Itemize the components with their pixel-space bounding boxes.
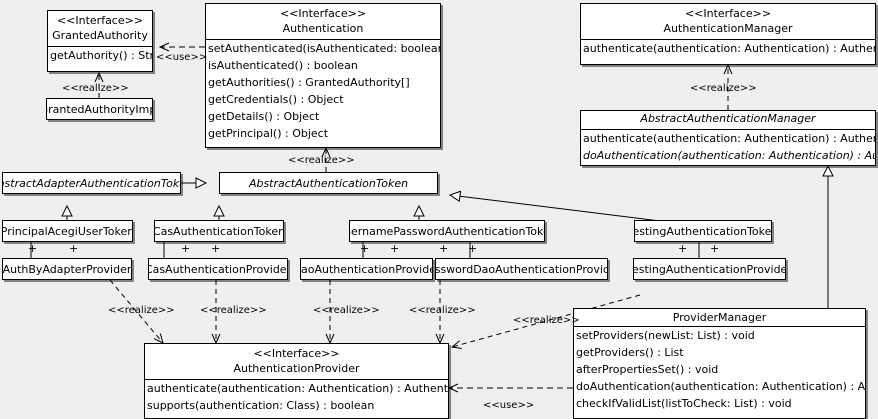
class-name: PrincipalAcegiUserToken: [2, 224, 133, 238]
class-testing-authentication-token[interactable]: TestingAuthenticationToken: [634, 220, 772, 242]
class-name: PasswordDaoAuthenticationProvider: [435, 262, 607, 276]
divider: [206, 39, 440, 40]
divider: [48, 46, 152, 47]
class-authentication-provider[interactable]: <<Interface>> AuthenticationProvider aut…: [144, 343, 449, 419]
class-name: AbstractAuthenticationToken: [248, 176, 409, 190]
edge-label-realize-grantedauthorityimpl: <<realize>>: [62, 83, 129, 94]
class-cas-authentication-token[interactable]: CasAuthenticationToken: [154, 220, 284, 242]
edge-label-realize-abstractauthenticationtoken: <<realize>>: [288, 155, 355, 166]
class-abstract-authentication-manager[interactable]: AbstractAuthenticationManager authentica…: [580, 110, 876, 166]
class-authentication[interactable]: <<Interface>> Authentication setAuthenti…: [205, 3, 441, 148]
class-auth-by-adapter-provider[interactable]: AuthByAdapterProvider: [2, 258, 132, 280]
operation: getAuthority() : String: [50, 49, 153, 62]
class-testing-authentication-provider[interactable]: TestingAuthenticationProvider: [633, 258, 786, 280]
edge-label-realize-testingauthenticationprovider: <<realize>>: [513, 315, 580, 326]
class-cas-authentication-provider[interactable]: CasAuthenticationProvider: [148, 258, 288, 280]
class-name: UsernamePasswordAuthenticationToken: [350, 224, 544, 238]
class-stereotype: <<Interface>>: [684, 7, 772, 20]
class-provider-manager[interactable]: ProviderManager setProviders(newList: Li…: [573, 308, 866, 419]
edge-label-use-providermanager: <<use>>: [483, 400, 535, 411]
association-marker: +: [710, 242, 720, 255]
operation: doAuthentication(authentication: Authent…: [576, 380, 866, 393]
edge-label-use-authentication-grantedauthority: <<use>>: [156, 52, 208, 63]
class-stereotype: <<Interface>>: [253, 347, 340, 360]
operations-compartment: getAuthority() : String: [48, 47, 152, 64]
class-name: AbstractAdapterAuthenticationToken: [3, 176, 180, 190]
operation: getCredentials() : Object: [208, 93, 344, 106]
class-abstract-authentication-token[interactable]: AbstractAuthenticationToken: [219, 172, 438, 194]
operation: authenticate(authentication: Authenticat…: [583, 42, 875, 55]
edge-label-realize-abstractauthenticationmanager: <<realize>>: [690, 83, 757, 94]
operation: getDetails() : Object: [208, 110, 320, 123]
class-name: TestingAuthenticationToken: [634, 224, 772, 238]
class-dao-authentication-provider[interactable]: DaoAuthenticationProvider: [300, 258, 433, 280]
operation: getProviders() : List: [576, 346, 684, 359]
operation: doAuthentication(authentication: Authent…: [583, 149, 875, 162]
association-marker: +: [211, 242, 221, 255]
association-marker: +: [678, 242, 688, 255]
class-authentication-manager[interactable]: <<Interface>> AuthenticationManager auth…: [580, 3, 876, 65]
edge-label-realize-daoauthenticationprovider: <<realize>>: [313, 305, 380, 316]
association-marker: +: [69, 242, 79, 255]
class-name: CasAuthenticationProvider: [148, 262, 288, 276]
edge-label-realize-casauthenticationprovider: <<realize>>: [200, 305, 267, 316]
divider: [574, 326, 865, 327]
operations-compartment: authenticate(authentication: Authenticat…: [145, 380, 448, 414]
class-password-dao-authentication-provider[interactable]: PasswordDaoAuthenticationProvider: [435, 258, 608, 280]
operation: authenticate(authentication: Authenticat…: [583, 132, 875, 145]
class-name: DaoAuthenticationProvider: [300, 262, 432, 276]
class-name: TestingAuthenticationProvider: [633, 262, 786, 276]
association-marker: +: [439, 242, 449, 255]
class-stereotype: <<Interface>>: [279, 7, 367, 20]
divider: [145, 379, 448, 380]
association-marker: +: [468, 242, 478, 255]
divider: [581, 129, 875, 130]
class-name: CasAuthenticationToken: [154, 224, 284, 238]
operation: isAuthenticated() : boolean: [208, 59, 358, 72]
operations-compartment: setAuthenticated(isAuthenticated: boolea…: [206, 40, 440, 142]
association-marker: +: [181, 242, 191, 255]
class-principal-acegi-user-token[interactable]: PrincipalAcegiUserToken: [2, 220, 133, 242]
class-name: AuthenticationProvider: [233, 362, 360, 375]
edge-label-realize-passworddaoauthenticationprovider: <<realize>>: [409, 305, 476, 316]
operation: supports(authentication: Class) : boolea…: [147, 399, 375, 412]
divider: [581, 39, 875, 40]
operation: authenticate(authentication: Authenticat…: [147, 382, 449, 395]
association-marker: +: [28, 242, 38, 255]
class-name: GrantedAuthorityImpl: [46, 102, 152, 116]
class-name: AuthByAdapterProvider: [2, 262, 132, 276]
class-name: AuthenticationManager: [663, 22, 793, 35]
operation: getAuthorities() : GrantedAuthority[]: [208, 76, 410, 89]
class-granted-authority[interactable]: <<Interface>> GrantedAuthority getAuthor…: [47, 10, 153, 72]
operations-compartment: setProviders(newList: List) : void getPr…: [574, 327, 865, 412]
operation: setAuthenticated(isAuthenticated: boolea…: [208, 42, 440, 55]
association-marker: +: [390, 242, 400, 255]
operation: setProviders(newList: List) : void: [576, 329, 755, 342]
class-abstract-adapter-authentication-token[interactable]: AbstractAdapterAuthenticationToken: [2, 172, 181, 194]
association-marker: +: [360, 242, 370, 255]
operation: checkIfValidList(listToCheck: List) : vo…: [576, 397, 792, 410]
class-stereotype: <<Interface>>: [56, 14, 144, 27]
class-name: GrantedAuthority: [52, 29, 148, 42]
class-name: AbstractAuthenticationManager: [640, 112, 816, 125]
class-name: Authentication: [282, 22, 364, 35]
operations-compartment: authenticate(authentication: Authenticat…: [581, 40, 875, 57]
class-name: ProviderManager: [672, 311, 767, 324]
class-granted-authority-impl[interactable]: GrantedAuthorityImpl: [46, 98, 153, 120]
operation: afterPropertiesSet() : void: [576, 363, 719, 376]
operation: getPrincipal() : Object: [208, 127, 329, 140]
operations-compartment: authenticate(authentication: Authenticat…: [581, 130, 875, 164]
edge-label-realize-authbyadapterprovider: <<realize>>: [108, 305, 175, 316]
class-username-password-authentication-token[interactable]: UsernamePasswordAuthenticationToken: [349, 220, 545, 242]
